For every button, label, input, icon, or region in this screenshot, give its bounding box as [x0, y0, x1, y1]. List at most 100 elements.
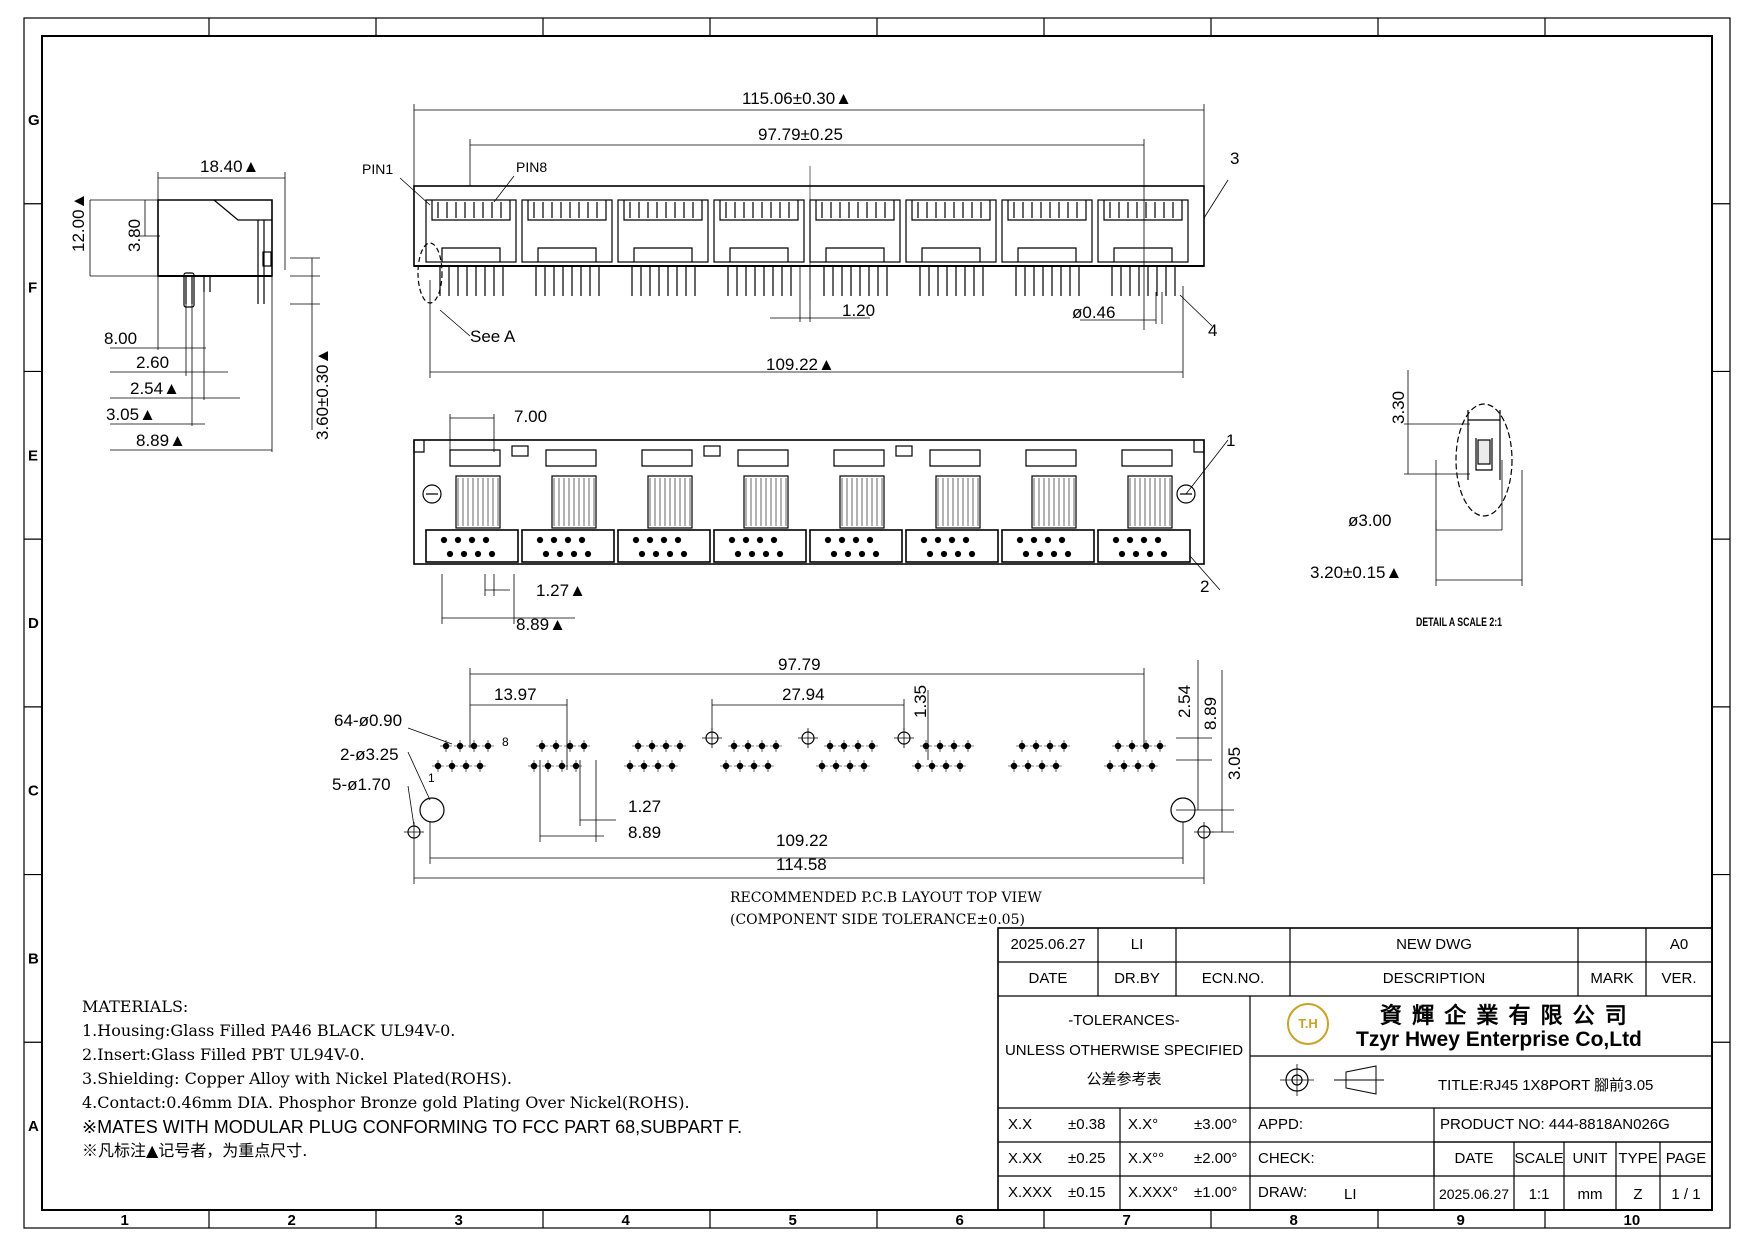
title-block — [997, 927, 1713, 1211]
grid-row-label: A — [28, 1118, 39, 1135]
pcb-pin-cross — [742, 740, 754, 752]
bottom-ports — [425, 445, 1191, 563]
bottom-pin-hole — [680, 550, 688, 558]
tol-row2-b: ±0.25 — [1068, 1150, 1106, 1167]
pcb-pin-cross — [720, 760, 732, 772]
dim-bottom-700: 7.00 — [514, 407, 547, 426]
tol-row1-c: X.X° — [1128, 1116, 1159, 1133]
pcb-pin-cross — [638, 760, 650, 772]
bottom-pin-hole — [948, 536, 956, 544]
grid-row-label: D — [28, 615, 39, 632]
pcb-pin-cross — [844, 760, 856, 772]
bottom-contact-block — [551, 475, 597, 529]
title-prefix: TITLE: — [1438, 1077, 1484, 1094]
pcb-pin-cross — [1104, 760, 1116, 772]
pcb-pin-cross — [748, 760, 760, 772]
dim-side-e: 8.89▲ — [136, 431, 186, 450]
bottom-pin-hole — [858, 550, 866, 558]
front-port — [809, 199, 901, 263]
front-port — [521, 199, 613, 263]
bottom-contact-block — [1031, 475, 1077, 529]
grid-col-label: 3 — [455, 1212, 463, 1229]
pcb-pin-cross — [632, 740, 644, 752]
material-item-3: 3.Shielding: Copper Alloy with Nickel Pl… — [82, 1069, 513, 1088]
dim-side-height: 12.00▲ — [69, 193, 88, 252]
tolerance-heading: -TOLERANCES- — [1068, 1012, 1180, 1029]
dim-side-a: 8.00 — [104, 329, 137, 348]
bottom-pin-hole — [1022, 550, 1030, 558]
pcb-layout — [404, 660, 1234, 884]
bottom-pin-hole — [1132, 550, 1140, 558]
info-header-unit: UNIT — [1572, 1150, 1608, 1167]
bottom-pin-hole — [564, 536, 572, 544]
bottom-pin-hole — [578, 536, 586, 544]
pcb-pin-cross — [934, 740, 946, 752]
pcb-pin-cross — [1132, 760, 1144, 772]
bottom-pin-hole — [940, 550, 948, 558]
title-label: TITLE:RJ45 1X8PORT 腳前3.05 — [1438, 1074, 1653, 1095]
info-date: 2025.06.27 — [1438, 1186, 1510, 1202]
header-ecn: ECN.NO. — [1201, 970, 1265, 987]
front-port-contacts — [431, 200, 511, 221]
bottom-contact-block — [743, 475, 789, 529]
bottom-pin-hole — [638, 550, 646, 558]
pcb-pin-cross — [460, 760, 472, 772]
bottom-pin-hole — [488, 550, 496, 558]
pcb-pin-cross — [816, 760, 828, 772]
bottom-pin-hole — [1064, 550, 1072, 558]
bottom-pin-hole — [666, 550, 674, 558]
dim-detail-320: 3.20±0.15▲ — [1310, 563, 1402, 582]
tolerance-cn: 公差参考表 — [1086, 1071, 1162, 1088]
pcb-pin-cross — [1112, 740, 1124, 752]
pcb-pin-cross — [550, 740, 562, 752]
bottom-pin-hole — [536, 536, 544, 544]
pcb-pin-cross — [728, 740, 740, 752]
bottom-pin-block — [905, 529, 999, 563]
bottom-latch — [929, 449, 981, 467]
front-port — [905, 199, 997, 263]
pcb-caption-2: (COMPONENT SIDE TOLERANCE±0.05) — [730, 912, 1025, 928]
pcb-pin-cross — [432, 760, 444, 772]
pcb-pin-cross — [564, 740, 576, 752]
pcb-pin-cross — [1050, 760, 1062, 772]
pcb-pin-cross — [830, 760, 842, 772]
dim-side-pin: 3.60±0.30▲ — [313, 348, 332, 440]
grid-col-label: 4 — [622, 1212, 631, 1229]
bottom-pin-hole — [866, 536, 874, 544]
pcb-pin-cross — [1154, 740, 1166, 752]
front-port-contacts — [1007, 200, 1087, 221]
pcb-caption-1: RECOMMENDED P.C.B LAYOUT TOP VIEW — [730, 890, 1042, 906]
pcb-pin-cross — [1146, 760, 1158, 772]
pcb-pin-cross — [920, 740, 932, 752]
bottom-pin-hole — [454, 536, 462, 544]
pcb-pin-cross — [866, 740, 878, 752]
bottom-pin-hole — [1140, 536, 1148, 544]
dim-pcb-254: 2.54 — [1175, 685, 1194, 718]
tol-row1-b: ±0.38 — [1068, 1116, 1106, 1133]
pcb-pin-cross — [1044, 740, 1056, 752]
dim-bottom-889: 8.89▲ — [516, 615, 566, 634]
bottom-pin-hole — [632, 536, 640, 544]
dim-pcb-135: 1.35 — [911, 685, 930, 718]
pcb-pin-cross — [912, 760, 924, 772]
info-unit: mm — [1577, 1186, 1603, 1203]
dim-front-pitch: 97.79±0.25 — [758, 125, 843, 144]
front-port-latch — [921, 247, 981, 262]
grid-col-label: 2 — [288, 1212, 296, 1229]
mates-note: ※MATES WITH MODULAR PLUG CONFORMING TO F… — [82, 1117, 743, 1137]
bottom-pin-hole — [830, 550, 838, 558]
bottom-pin-hole — [1036, 550, 1044, 558]
tol-row3-b: ±0.15 — [1068, 1184, 1106, 1201]
bottom-contact-block — [1127, 475, 1173, 529]
bottom-pin-hole — [1058, 536, 1066, 544]
bottom-pin-hole — [762, 550, 770, 558]
bottom-pin-hole — [482, 536, 490, 544]
pcb-pin-cross — [1016, 740, 1028, 752]
rev-version: A0 — [1669, 936, 1689, 953]
bottom-pin-hole — [934, 536, 942, 544]
bottom-pin-hole — [1146, 550, 1154, 558]
material-item-1: 1.Housing:Glass Filled PA46 BLACK UL94V-… — [82, 1021, 456, 1040]
bottom-pin-block — [713, 529, 807, 563]
materials-notes: MATERIALS: 1.Housing:Glass Filled PA46 B… — [82, 995, 822, 1163]
